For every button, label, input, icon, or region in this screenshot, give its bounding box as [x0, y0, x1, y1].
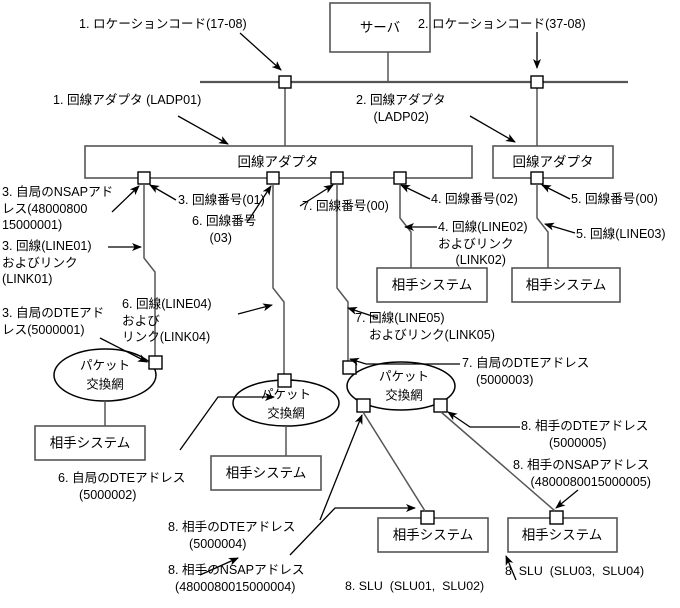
- peer-system-4-label: 相手システム: [226, 466, 307, 481]
- leader-line-number-00-5: [541, 184, 571, 200]
- packet-net3-label-line2: 交換網: [385, 387, 423, 402]
- annotation-line04-link04: 6. 回線(LINE04) および リンク(LINK04): [122, 297, 212, 344]
- annotation-slu-01-02: 8. SLU (SLU01, SLU02): [345, 579, 485, 593]
- annotation-dte-5000002: 6. 自局のDTEアドレス (5000002): [58, 471, 186, 502]
- server-box: [329, 2, 431, 53]
- leader-peer-dte-5000005: [447, 411, 520, 428]
- bus-connector-2: [530, 75, 544, 89]
- annotation-line02-link02: 4. 回線(LINE02) およびリンク (LINK02): [438, 220, 528, 267]
- line03-path: [536, 184, 549, 268]
- leader-adapter-1: [177, 115, 229, 145]
- leader-line-number-00-7: [299, 184, 334, 207]
- line04-path: [272, 184, 285, 380]
- peer-system-3-label: 相手システム: [50, 436, 131, 451]
- leader-line05-link05: [347, 307, 379, 319]
- leader-slu-01-02: [199, 557, 239, 576]
- annotation-line-number-01: 3. 回線番号(01): [178, 193, 265, 207]
- leader-line04-link04: [237, 303, 273, 315]
- annotation-line-number-00-7: 7. 回線番号(00): [302, 199, 389, 213]
- peer-system6-connector: [549, 510, 564, 525]
- packet-network-ellipse-1: [53, 348, 157, 402]
- line05-path: [336, 184, 349, 366]
- packet-network-ellipse-3: [346, 361, 456, 411]
- packet-net1-label-line1: パケット: [80, 358, 130, 372]
- line01-path: [143, 184, 156, 362]
- annotation-line03: 5. 回線(LINE03): [576, 227, 666, 241]
- annotation-nsap-local: 3. 自局のNSAPアド レス(48000800 15000001): [2, 185, 114, 232]
- leader-peer-nsap-004: [289, 504, 416, 556]
- leader-dte-5000002: [179, 393, 275, 451]
- packet-net2-label-line2: 交換網: [267, 405, 305, 420]
- leader-dte-5000003: [349, 357, 460, 366]
- annotation-location-code-2: 2. ロケーションコード(37-08): [418, 17, 586, 31]
- leader-line03: [544, 222, 576, 234]
- peer-system-box-1: [376, 267, 488, 303]
- peer-system-box-3: [34, 425, 146, 461]
- annotation-line01-link01: 3. 回線(LINE01) およびリンク (LINK01): [2, 239, 92, 286]
- peer-system-1-label: 相手システム: [392, 278, 473, 293]
- annotation-adapter-2: 2. 回線アダプタ (LADP02): [356, 93, 446, 124]
- leader-location-code-1: [239, 32, 282, 71]
- server-label: サーバ: [360, 20, 400, 35]
- annotation-slu-03-04: 8. SLU (SLU03, SLU04): [505, 564, 645, 578]
- leader-dte-5000001: [99, 337, 148, 363]
- peer-system5-connector: [420, 510, 435, 525]
- adapter-port-line01: [137, 171, 151, 185]
- packet-net3-connector-left: [356, 398, 371, 413]
- annotation-line-number-00-5: 5. 回線番号(00): [571, 192, 658, 206]
- peer-system-5-label: 相手システム: [393, 528, 474, 543]
- annotation-line-number-02: 4. 回線番号(02): [431, 192, 518, 206]
- packet-net1-connector: [148, 355, 163, 370]
- leader-line-number-03: [247, 185, 272, 222]
- packetnet3-to-peer5-line: [362, 411, 426, 512]
- leader-adapter-2: [469, 115, 516, 143]
- annotation-adapter-1: 1. 回線アダプタ (LADP01): [53, 93, 202, 107]
- annotation-dte-5000001: 3. 自局のDTEアド レス(5000001): [2, 306, 105, 337]
- peer-system-box-2: [511, 267, 621, 303]
- packet-net3-label-line1: パケット: [379, 369, 429, 383]
- annotation-dte-5000003: 7. 自局のDTEアドレス (5000003): [462, 356, 590, 387]
- packet-net3-connector-right: [433, 398, 448, 413]
- adapter-port-line04: [266, 171, 280, 185]
- adapter-port-line02: [393, 171, 407, 185]
- annotation-line-number-03: 6. 回線番号 (03): [192, 214, 257, 245]
- packet-net2-connector: [277, 373, 292, 388]
- peer-system-2-label: 相手システム: [526, 278, 607, 293]
- leader-slu-03-04: [505, 555, 517, 581]
- annotation-peer-dte-5000005: 8. 相手のDTEアドレス (5000005): [521, 419, 649, 450]
- adapter2-port-line03: [530, 171, 544, 185]
- annotation-line05-link05: 7. 回線(LINE05) およびリンク(LINK05): [355, 311, 495, 342]
- line-adapter-secondary-box: [492, 145, 614, 179]
- packet-net1-label-line2: 交換網: [86, 376, 124, 391]
- leader-line-number-01: [149, 184, 177, 201]
- packet-net2-label-line1: パケット: [261, 387, 311, 401]
- leader-nsap-local: [111, 185, 140, 213]
- leader-peer-nsap-005: [555, 489, 579, 509]
- line-adapter-main-label: 回線アダプタ: [238, 155, 319, 170]
- peer-system-box-4: [210, 455, 322, 491]
- adapter-port-line05: [330, 171, 344, 185]
- annotation-peer-nsap-004: 8. 相手のNSAPアドレス (4800080015000004): [168, 563, 305, 594]
- packet-net3-connector-top: [342, 360, 357, 375]
- line-adapter-secondary-label: 回線アダプタ: [513, 155, 594, 170]
- leader-peer-dte-5000004: [319, 414, 363, 521]
- leader-line-number-02: [400, 184, 431, 200]
- annotation-peer-dte-5000004: 8. 相手のDTEアドレス (5000004): [168, 520, 296, 551]
- peer-system-6-label: 相手システム: [522, 528, 603, 543]
- line02-path: [399, 184, 412, 268]
- annotation-peer-nsap-005: 8. 相手のNSAPアドレス (4800080015000005): [513, 458, 651, 489]
- packetnet3-to-peer6-line: [440, 411, 556, 512]
- bus-connector-1: [278, 75, 292, 89]
- annotation-location-code-1: 1. ロケーションコード(17-08): [79, 17, 247, 31]
